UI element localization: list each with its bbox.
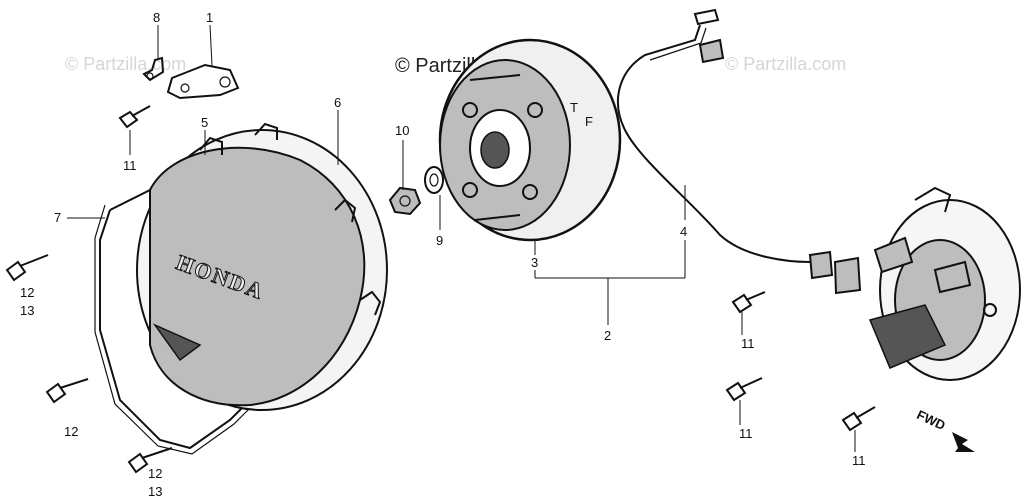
callout-6: 6 — [334, 95, 341, 110]
callout-12-bottom: 12 — [148, 466, 162, 481]
callout-5: 5 — [201, 115, 208, 130]
callout-9: 9 — [436, 233, 443, 248]
bolt-12-mid-left — [45, 378, 89, 404]
part-4-wire-harness — [616, 8, 862, 295]
callout-13-top: 13 — [20, 303, 34, 318]
callout-11-right-upper: 11 — [741, 336, 755, 351]
part-3-flywheel: T F — [438, 38, 622, 242]
flywheel-mark-f: F — [585, 114, 593, 129]
callout-10: 10 — [395, 123, 409, 138]
callout-12-top: 12 — [20, 285, 34, 300]
bolt-11-top — [118, 105, 151, 129]
part-9-washer — [424, 166, 444, 194]
watermark-right: © Partzilla.com — [725, 54, 846, 74]
callout-8: 8 — [153, 10, 160, 25]
bolt-12-bottom-left — [127, 447, 173, 474]
part-5-generator-cover: HONDA — [136, 122, 388, 411]
callout-11-right-lower: 11 — [852, 453, 866, 468]
fwd-arrow-icon: FWD — [915, 407, 975, 452]
callout-7: 7 — [54, 210, 61, 225]
part-2-stator-assembly — [868, 186, 1021, 381]
part-7-gasket — [99, 209, 253, 450]
bolt-11-right-upper — [731, 291, 766, 314]
bolt-11-right-lower — [841, 406, 876, 432]
part-8-clip — [142, 56, 165, 82]
callout-11-top: 11 — [123, 158, 137, 173]
callout-13-bottom: 13 — [148, 484, 162, 499]
fwd-label: FWD — [915, 407, 948, 433]
callout-2: 2 — [604, 328, 611, 343]
bolt-12-top-left — [5, 254, 49, 282]
callout-3: 3 — [531, 255, 538, 270]
part-1-bracket — [166, 63, 240, 100]
bolt-11-right-mid — [725, 377, 763, 402]
leader-lines — [67, 24, 856, 452]
flywheel-mark-t: T — [570, 100, 578, 115]
part-10-nut — [388, 186, 422, 216]
callout-1: 1 — [206, 10, 213, 25]
watermark-left: © Partzilla.com — [65, 54, 186, 74]
callout-12-mid: 12 — [64, 424, 78, 439]
callout-4: 4 — [680, 224, 687, 239]
callout-11-right-mid: 11 — [739, 426, 753, 441]
